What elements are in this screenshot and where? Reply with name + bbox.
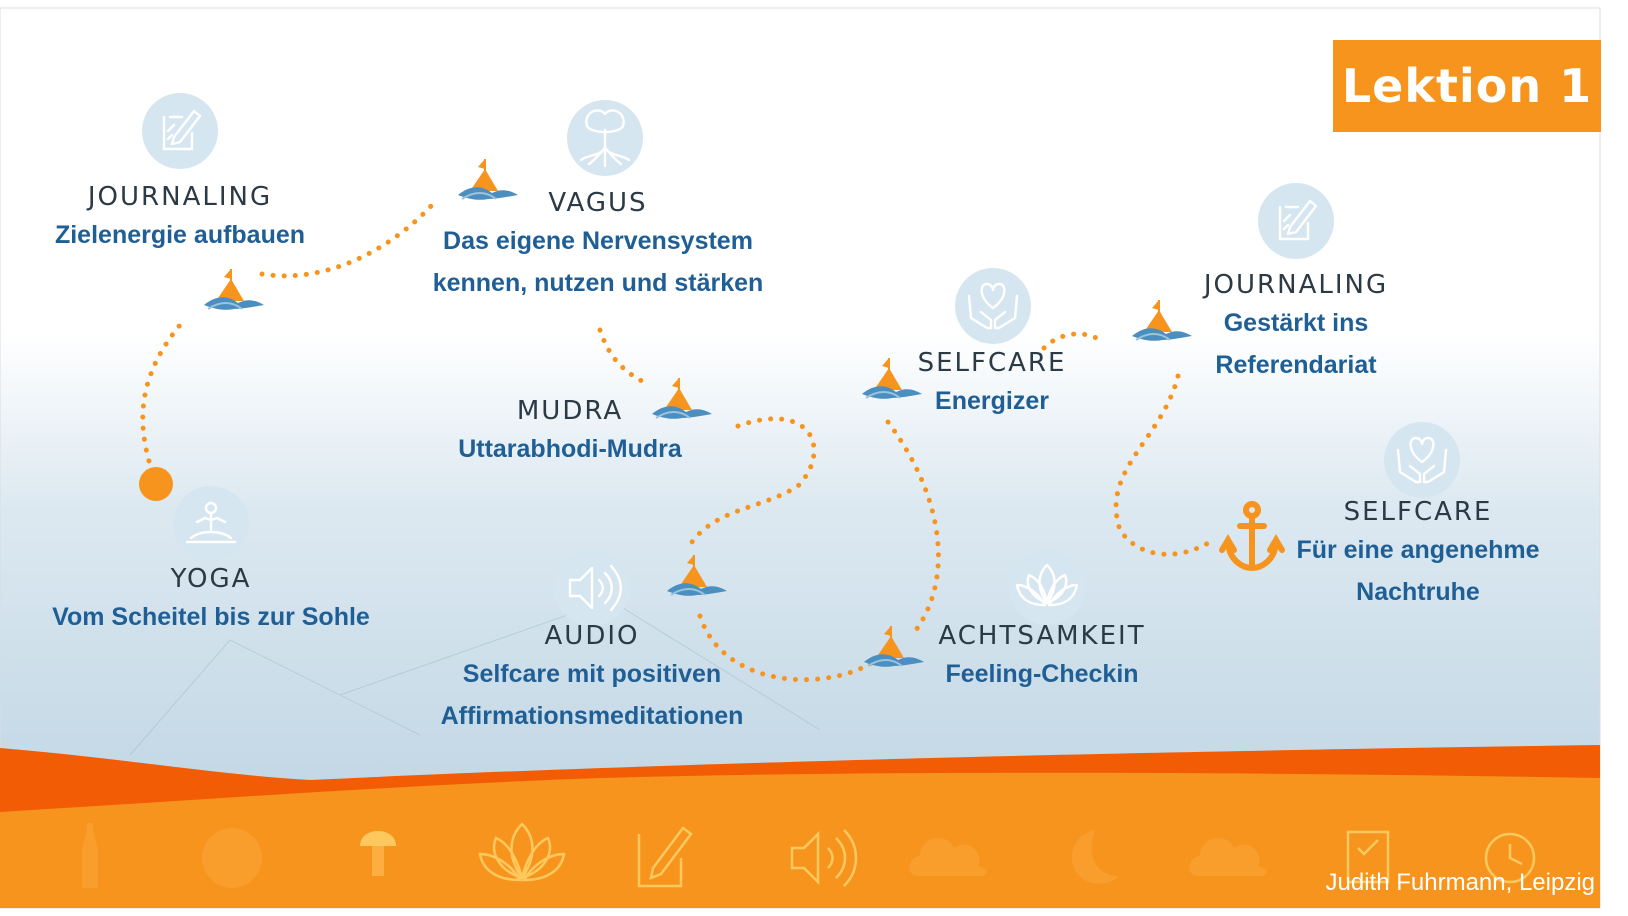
cloud-icon bbox=[1189, 838, 1267, 876]
checklist-icon bbox=[1346, 830, 1390, 884]
station-subtitle: Feeling-Checkin bbox=[945, 660, 1139, 688]
station-yoga: YOGA Vom Scheitel bis zur Sohle bbox=[52, 562, 370, 638]
route-path bbox=[140, 202, 1213, 683]
station-category: YOGA bbox=[170, 564, 252, 594]
cloud-icon bbox=[909, 838, 987, 876]
station-subtitle: Affirmationsmeditationen bbox=[440, 702, 744, 730]
buoy-icon bbox=[667, 555, 727, 596]
station-category: SELFCARE bbox=[1343, 497, 1493, 527]
buoy-icon bbox=[862, 358, 922, 399]
station-selfcare-1: SELFCARE Energizer bbox=[918, 346, 1067, 422]
lesson-badge: Lektion 1 bbox=[1333, 40, 1601, 132]
journal-pen-icon bbox=[142, 93, 218, 169]
station-category: VAGUS bbox=[548, 188, 648, 218]
station-category: AUDIO bbox=[544, 621, 640, 651]
station-subtitle: Zielenergie aufbauen bbox=[54, 221, 306, 249]
ground-light bbox=[0, 772, 1600, 908]
lesson-badge-label: Lektion 1 bbox=[1341, 59, 1593, 113]
station-subtitle: Das eigene Nervensystem bbox=[443, 227, 753, 255]
station-subtitle: Selfcare mit positiven bbox=[462, 660, 722, 688]
brain-nerves-icon bbox=[567, 100, 643, 176]
clock-icon bbox=[1484, 832, 1536, 884]
station-category: MUDRA bbox=[516, 396, 624, 426]
station-subtitle: Uttarabhodi-Mudra bbox=[458, 435, 682, 463]
station-category: JOURNALING bbox=[1203, 270, 1389, 300]
lotus-icon bbox=[478, 822, 566, 882]
station-category: JOURNALING bbox=[87, 182, 273, 212]
ball-icon bbox=[202, 828, 262, 888]
station-achtsamkeit: ACHTSAMKEIT Feeling-Checkin bbox=[938, 619, 1145, 695]
journal-pen-icon bbox=[1258, 183, 1334, 259]
station-mudra: MUDRA Uttarabhodi-Mudra bbox=[458, 394, 682, 470]
station-subtitle: Nachtruhe bbox=[1356, 578, 1480, 606]
footer-icon-strip bbox=[82, 822, 1536, 888]
speaker-icon bbox=[554, 550, 630, 626]
speaker-icon bbox=[790, 829, 858, 887]
station-subtitle: Für eine angenehme bbox=[1296, 536, 1540, 564]
buoy-icon bbox=[864, 626, 924, 667]
station-category: SELFCARE bbox=[917, 348, 1067, 378]
station-subtitle: Gestärkt ins bbox=[1223, 309, 1369, 337]
heart-hands-icon bbox=[1384, 422, 1460, 498]
moon-icon bbox=[1071, 830, 1119, 884]
station-category: ACHTSAMKEIT bbox=[938, 621, 1146, 651]
meditation-pose-icon bbox=[173, 486, 249, 562]
anchor-icon bbox=[1219, 501, 1285, 572]
station-subtitle: Vom Scheitel bis zur Sohle bbox=[52, 603, 370, 631]
station-subtitle: Referendariat bbox=[1215, 351, 1377, 379]
station-vagus: VAGUS Das eigene Nervensystem kennen, nutz… bbox=[433, 186, 764, 304]
buoy-icon bbox=[458, 159, 518, 200]
start-dot bbox=[139, 467, 173, 501]
station-journaling-1: JOURNALING Zielenergie aufbauen bbox=[55, 180, 305, 256]
journal-pen-icon bbox=[637, 826, 693, 888]
heart-hands-icon bbox=[955, 268, 1031, 344]
mushroom-icon bbox=[360, 831, 396, 876]
station-subtitle: kennen, nutzen und stärken bbox=[432, 269, 764, 297]
station-subtitle: Energizer bbox=[935, 387, 1049, 415]
buoy-icon bbox=[652, 378, 712, 419]
buoy-icon bbox=[1132, 300, 1192, 341]
wine-bottle-icon bbox=[82, 823, 98, 888]
lotus-icon bbox=[1009, 549, 1085, 625]
author-credit: Judith Fuhrmann, Leipzig bbox=[1325, 869, 1595, 896]
buoy-icon bbox=[204, 269, 264, 310]
